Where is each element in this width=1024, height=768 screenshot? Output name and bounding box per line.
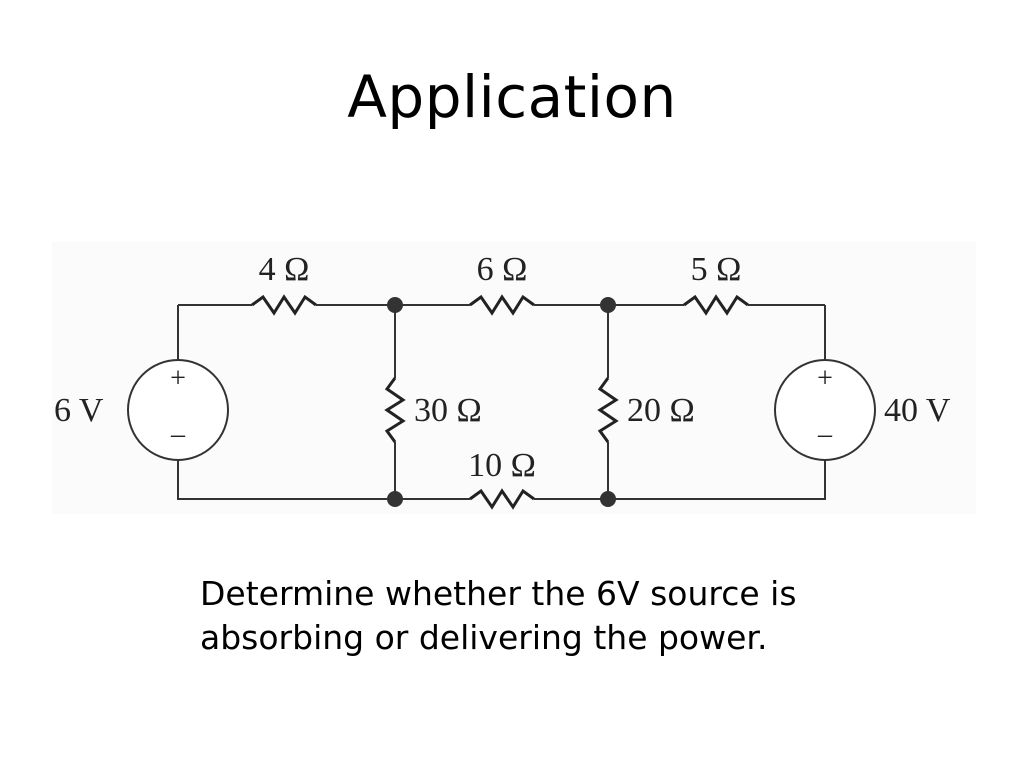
question-line-1: Determine whether the 6V source is <box>200 574 797 613</box>
source-6v-circle <box>127 359 229 461</box>
resistor-6ohm-symbol <box>469 294 535 316</box>
source-40v-label: 40 V <box>884 392 951 429</box>
source-6v-plus: + <box>170 363 186 394</box>
source-40v-minus: – <box>817 419 833 450</box>
question-line-2: absorbing or delivering the power. <box>200 618 768 657</box>
node-top-left <box>387 297 403 313</box>
node-top-right <box>600 297 616 313</box>
resistor-4ohm-symbol <box>251 294 317 316</box>
resistor-20ohm-label: 20 Ω <box>627 392 695 429</box>
resistor-6ohm-label: 6 Ω <box>477 251 528 288</box>
source-6v-label: 6 V <box>54 392 104 429</box>
resistor-4ohm-label: 4 Ω <box>259 251 310 288</box>
question-text: Determine whether the 6V source is absor… <box>200 572 1000 660</box>
voltage-source-right: + – 40 V <box>774 359 951 461</box>
resistor-30ohm-label: 30 Ω <box>414 392 482 429</box>
node-bottom-left <box>387 491 403 507</box>
source-40v-plus: + <box>817 363 833 394</box>
resistor-10ohm-symbol <box>469 488 535 510</box>
resistor-10ohm-label: 10 Ω <box>468 447 536 484</box>
circuit-svg: + – 6 V + – 40 V 4 Ω 6 Ω 5 Ω 30 Ω 20 Ω 1… <box>52 242 976 514</box>
wires <box>177 304 826 500</box>
voltage-source-left: + – 6 V <box>54 359 229 461</box>
source-6v-minus: – <box>170 419 186 450</box>
wire-bottom-left <box>177 458 395 500</box>
node-bottom-right <box>600 491 616 507</box>
circuit-diagram: + – 6 V + – 40 V 4 Ω 6 Ω 5 Ω 30 Ω 20 Ω 1… <box>52 242 976 514</box>
resistor-5ohm-symbol <box>683 294 749 316</box>
resistor-20ohm-symbol <box>597 377 619 443</box>
source-40v-circle <box>774 359 876 461</box>
junction-nodes <box>387 297 616 507</box>
slide-title: Application <box>347 63 677 131</box>
resistor-symbols <box>251 294 749 510</box>
wire-bottom-right <box>608 458 826 500</box>
resistor-30ohm-symbol <box>384 377 406 443</box>
resistor-5ohm-label: 5 Ω <box>691 251 742 288</box>
